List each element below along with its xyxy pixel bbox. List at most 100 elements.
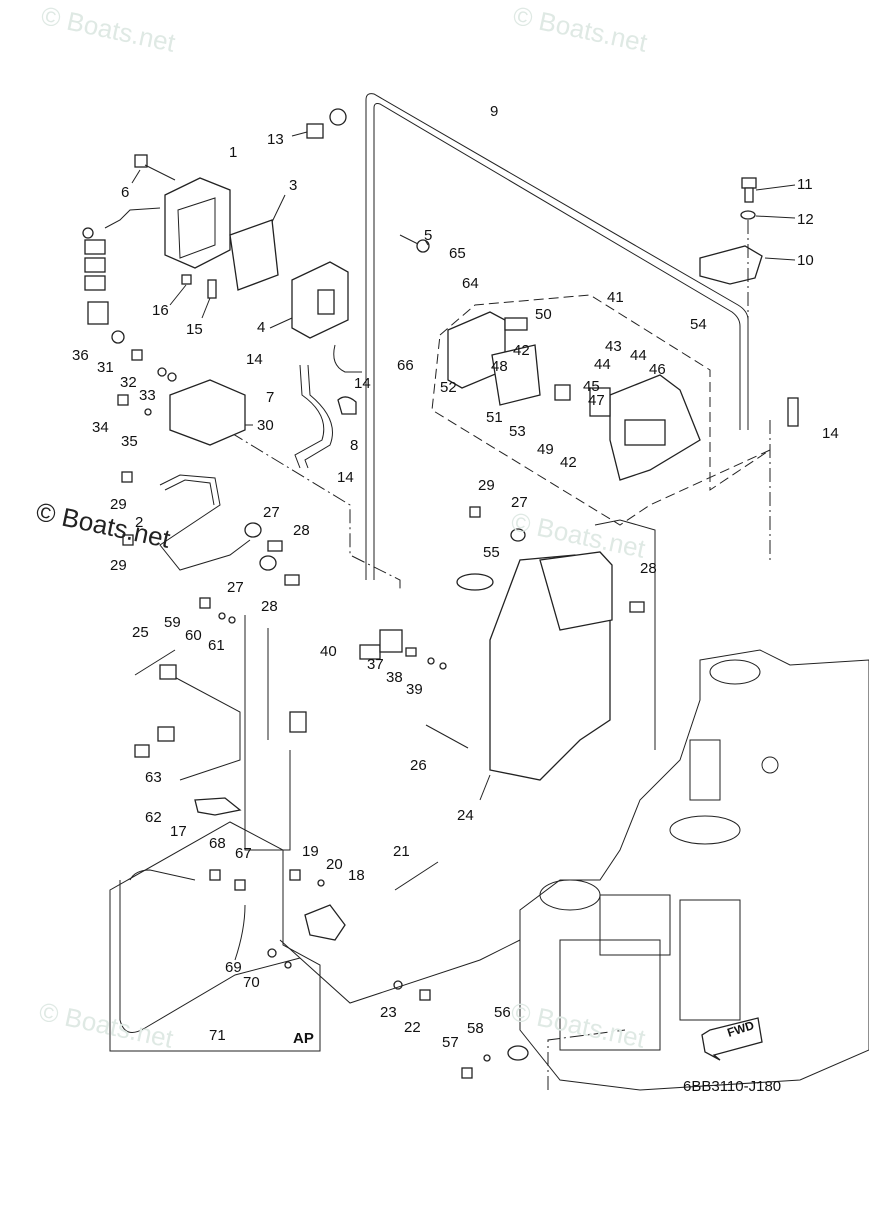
wire-harness-62[interactable] [157, 615, 307, 851]
callout-3[interactable]: 3 [289, 177, 298, 194]
callout-59[interactable]: 59 [164, 614, 181, 631]
bolt-19[interactable] [289, 869, 301, 881]
screw-37[interactable] [405, 647, 417, 657]
callout-62[interactable]: 62 [145, 809, 162, 826]
callout-71[interactable]: 71 [209, 1027, 226, 1044]
callout-14[interactable]: 14 [354, 375, 371, 392]
callout-29[interactable]: 29 [110, 496, 127, 513]
battery-cable-71[interactable] [119, 869, 301, 1033]
callout-22[interactable]: 22 [404, 1019, 421, 1036]
bolt-11[interactable] [741, 177, 796, 203]
bolt-6[interactable] [131, 154, 176, 184]
callout-45[interactable]: 45 [583, 378, 600, 395]
washer-39[interactable] [439, 662, 447, 670]
callout-65[interactable]: 65 [449, 245, 466, 262]
washer-60[interactable] [218, 612, 226, 620]
grommet-27-left-bottom[interactable] [259, 555, 277, 571]
collar-28-left-top[interactable] [267, 540, 283, 552]
callout-24[interactable]: 24 [457, 807, 474, 824]
callout-35[interactable]: 35 [121, 433, 138, 450]
callout-61[interactable]: 61 [208, 637, 225, 654]
callout-17[interactable]: 17 [170, 823, 187, 840]
callout-10[interactable]: 10 [797, 252, 814, 269]
ecm-group-41[interactable] [431, 294, 771, 526]
callout-42[interactable]: 42 [513, 342, 530, 359]
callout-27[interactable]: 27 [227, 579, 244, 596]
callout-28[interactable]: 28 [261, 598, 278, 615]
clip-15[interactable] [201, 279, 217, 319]
callout-47[interactable]: 47 [588, 392, 605, 409]
cable-tie-21[interactable] [394, 861, 439, 891]
washer-32[interactable] [157, 367, 167, 377]
callout-53[interactable]: 53 [509, 423, 526, 440]
clamp-8[interactable] [337, 396, 357, 415]
clip-13[interactable] [291, 108, 347, 139]
callout-7[interactable]: 7 [266, 389, 275, 406]
callout-19[interactable]: 19 [302, 843, 319, 860]
callout-26[interactable]: 26 [410, 757, 427, 774]
callout-4[interactable]: 4 [257, 319, 266, 336]
callout-42[interactable]: 42 [560, 454, 577, 471]
bolt-29-top[interactable] [121, 471, 133, 483]
clamp-56[interactable] [507, 1045, 529, 1061]
callout-70[interactable]: 70 [243, 974, 260, 991]
bolt-59[interactable] [199, 597, 211, 609]
callout-58[interactable]: 58 [467, 1020, 484, 1037]
bolt-29-bottom[interactable] [122, 534, 134, 546]
collar-28-right[interactable] [629, 601, 645, 613]
callout-27[interactable]: 27 [263, 504, 280, 521]
clip-63[interactable] [134, 744, 150, 758]
callout-12[interactable]: 12 [797, 211, 814, 228]
washer-35[interactable] [144, 408, 152, 416]
callout-16[interactable]: 16 [152, 302, 169, 319]
washer-38[interactable] [427, 657, 435, 665]
washer-33[interactable] [167, 372, 177, 382]
bolt-57[interactable] [461, 1067, 473, 1079]
callout-28[interactable]: 28 [640, 560, 657, 577]
grommet-27-right[interactable] [510, 528, 526, 542]
screw-31[interactable] [131, 349, 143, 361]
callout-20[interactable]: 20 [326, 856, 343, 873]
callout-18[interactable]: 18 [348, 867, 365, 884]
callout-5[interactable]: 5 [424, 227, 433, 244]
callout-30[interactable]: 30 [257, 417, 274, 434]
callout-15[interactable]: 15 [186, 321, 203, 338]
callout-40[interactable]: 40 [320, 643, 337, 660]
washer-20[interactable] [317, 879, 325, 887]
bolt-34[interactable] [117, 394, 129, 406]
washer-70[interactable] [284, 961, 292, 969]
callout-52[interactable]: 52 [440, 379, 457, 396]
callout-13[interactable]: 13 [267, 131, 284, 148]
callout-51[interactable]: 51 [486, 409, 503, 426]
callout-14[interactable]: 14 [822, 425, 839, 442]
bolt-68[interactable] [209, 869, 221, 881]
callout-57[interactable]: 57 [442, 1034, 459, 1051]
callout-23[interactable]: 23 [380, 1004, 397, 1021]
callout-38[interactable]: 38 [386, 669, 403, 686]
callout-36[interactable]: 36 [72, 347, 89, 364]
washer-61[interactable] [228, 616, 236, 624]
elbow-40[interactable] [359, 629, 403, 660]
grommet-27-left-top[interactable] [244, 522, 262, 538]
callout-49[interactable]: 49 [537, 441, 554, 458]
callout-66[interactable]: 66 [397, 357, 414, 374]
collar-28-left-bottom[interactable] [284, 574, 300, 586]
callout-44[interactable]: 44 [594, 356, 611, 373]
callout-1[interactable]: 1 [229, 144, 238, 161]
callout-69[interactable]: 69 [225, 959, 242, 976]
callout-27[interactable]: 27 [511, 494, 528, 511]
plate-4[interactable] [269, 261, 349, 339]
callout-25[interactable]: 25 [132, 624, 149, 641]
callout-55[interactable]: 55 [483, 544, 500, 561]
callout-56[interactable]: 56 [494, 1004, 511, 1021]
bolt-29-right[interactable] [469, 506, 481, 518]
washer-23[interactable] [393, 980, 403, 990]
callout-54[interactable]: 54 [690, 316, 707, 333]
callout-64[interactable]: 64 [462, 275, 479, 292]
bracket-24[interactable] [479, 551, 613, 801]
callout-28[interactable]: 28 [293, 522, 310, 539]
callout-50[interactable]: 50 [535, 306, 552, 323]
callout-29[interactable]: 29 [478, 477, 495, 494]
callout-2[interactable]: 2 [135, 514, 144, 531]
washer-58[interactable] [483, 1054, 491, 1062]
